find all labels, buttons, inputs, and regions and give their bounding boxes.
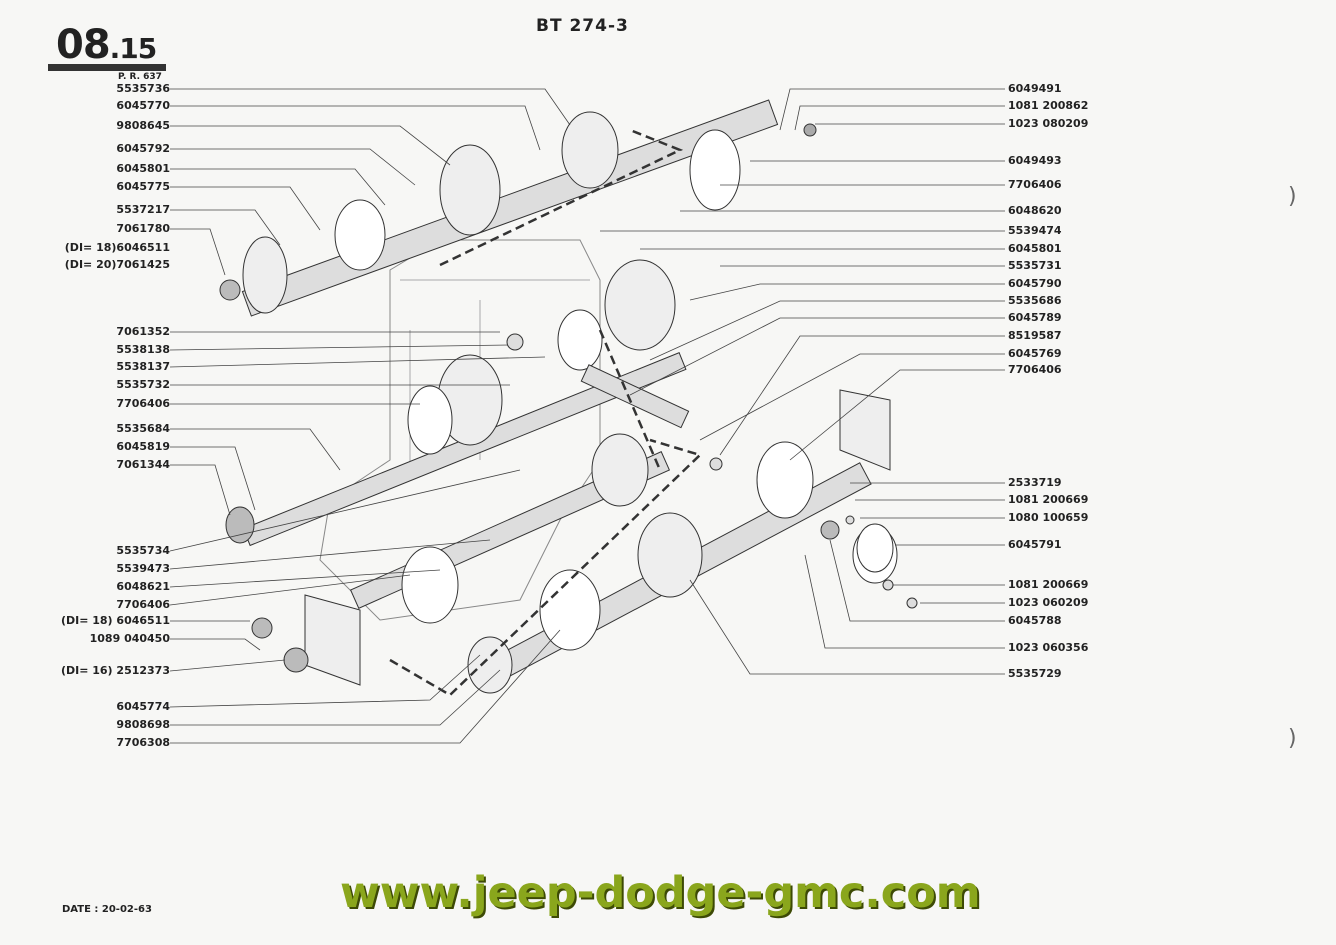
part-label-right: 1081 200669 — [1008, 493, 1089, 506]
part-label-left: 6045819 — [116, 440, 170, 453]
part-label-right: 6049493 — [1008, 154, 1062, 167]
part-label-left: 6045801 — [116, 162, 170, 175]
part-label-right: 5535729 — [1008, 667, 1062, 680]
middle-shaft-assembly — [225, 259, 690, 547]
part-label-right: 6045769 — [1008, 347, 1062, 360]
part-label-left: 7706308 — [116, 736, 170, 749]
part-label-left: 9808698 — [116, 718, 170, 731]
part-label-left: 7706406 — [116, 598, 170, 611]
part-label-left: 7061344 — [116, 458, 170, 471]
part-label-right: 1023 060356 — [1008, 641, 1089, 654]
part-label-right: 7706406 — [1008, 178, 1062, 191]
part-label-left: (DI= 16) 2512373 — [60, 664, 170, 677]
page-ref: P. R. 637 — [118, 72, 162, 82]
document-date: DATE : 20-02-63 — [62, 904, 152, 915]
part-label-right: 1023 060209 — [1008, 596, 1089, 609]
part-label-left: 7061780 — [116, 222, 170, 235]
part-label-right: 1081 200669 — [1008, 578, 1089, 591]
part-label-left: 9808645 — [116, 119, 170, 132]
part-label-left: 6045770 — [116, 99, 170, 112]
part-label-left: 7706406 — [116, 397, 170, 410]
part-label-left: (DI= 18) 6046511 — [60, 614, 170, 627]
part-label-right: 6045789 — [1008, 311, 1062, 324]
part-label-left: (DI= 18)6046511 — [64, 241, 170, 254]
part-label-right: 1080 100659 — [1008, 511, 1089, 524]
diagram-title: BT 274-3 — [536, 16, 629, 36]
part-label-left: 5535684 — [116, 422, 170, 435]
part-label-right: 2533719 — [1008, 476, 1062, 489]
lower-shaft-assembly — [467, 389, 898, 694]
part-label-right: 6045791 — [1008, 538, 1062, 551]
part-label-right: 5539474 — [1008, 224, 1062, 237]
part-label-left: 5539473 — [116, 562, 170, 575]
part-label-left: 5535732 — [116, 378, 170, 391]
part-label-left: 1089 040450 — [89, 632, 170, 645]
part-label-right: 5535731 — [1008, 259, 1062, 272]
output-shaft-assembly — [251, 433, 671, 686]
part-label-left: 6045774 — [116, 700, 170, 713]
part-label-right: 7706406 — [1008, 363, 1062, 376]
part-label-right: 5535686 — [1008, 294, 1062, 307]
upper-shaft-assembly — [219, 99, 817, 317]
part-label-left: 5535736 — [116, 82, 170, 95]
part-label-left: (DI= 20)7061425 — [64, 258, 170, 271]
part-label-right: 6045790 — [1008, 277, 1062, 290]
margin-mark: ) — [1288, 726, 1297, 751]
margin-mark: ) — [1288, 184, 1297, 209]
part-label-right: 6045801 — [1008, 242, 1062, 255]
part-label-left: 6048621 — [116, 580, 170, 593]
part-label-right: 1081 200862 — [1008, 99, 1089, 112]
part-label-left: 5538137 — [116, 360, 170, 373]
section-number: 08.15 — [56, 22, 157, 68]
part-label-left: 5535734 — [116, 544, 170, 557]
header-bar — [48, 64, 166, 71]
part-label-left: 6045792 — [116, 142, 170, 155]
part-label-right: 6049491 — [1008, 82, 1062, 95]
part-label-right: 6048620 — [1008, 204, 1062, 217]
website-watermark: www.jeep-dodge-gmc.com — [340, 868, 981, 918]
part-label-right: 1023 080209 — [1008, 117, 1089, 130]
part-label-right: 6045788 — [1008, 614, 1062, 627]
part-label-left: 7061352 — [116, 325, 170, 338]
part-label-left: 5538138 — [116, 343, 170, 356]
part-label-left: 6045775 — [116, 180, 170, 193]
part-label-left: 5537217 — [116, 203, 170, 216]
part-label-right: 8519587 — [1008, 329, 1062, 342]
